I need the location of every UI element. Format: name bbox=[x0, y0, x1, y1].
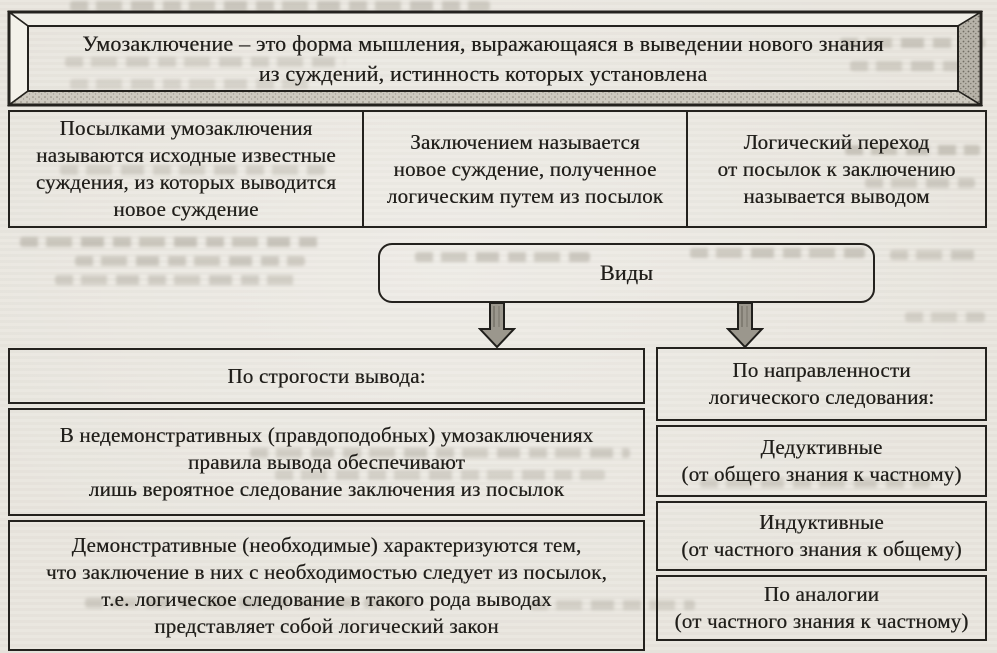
analogy-text: По аналогии (от частного знания к частно… bbox=[674, 582, 969, 633]
transition-box: Логический переход от посылок к заключен… bbox=[688, 112, 985, 226]
down-arrow-right bbox=[726, 302, 764, 349]
bleedthrough-smudge bbox=[20, 237, 320, 247]
direction-section: По направленности логического следования… bbox=[656, 347, 987, 641]
bleedthrough-smudge bbox=[890, 250, 980, 260]
demonstrative-box: Демонстративные (необходимые) характериз… bbox=[8, 520, 645, 651]
conclusion-box: Заключением называется новое суждение, п… bbox=[364, 112, 688, 226]
kinds-label: Виды bbox=[599, 260, 654, 285]
down-arrow-left bbox=[478, 302, 516, 349]
components-row: Посылками умозаключения называются исход… bbox=[8, 110, 987, 228]
nondemonstrative-text: В недемонстративных (правдоподобных) умо… bbox=[59, 422, 594, 501]
premises-box: Посылками умозаключения называются исход… bbox=[10, 112, 364, 226]
inductive-text: Индуктивные (от частного знания к общему… bbox=[681, 510, 962, 561]
direction-header-box: По направленности логического следования… bbox=[656, 347, 987, 421]
conclusion-text: Заключением называется новое суждение, п… bbox=[386, 129, 664, 208]
deductive-box: Дедуктивные (от общего знания к частному… bbox=[656, 425, 987, 497]
nondemonstrative-box: В недемонстративных (правдоподобных) умо… bbox=[8, 408, 645, 516]
definition-text: Умозаключение – это форма мышления, выра… bbox=[82, 30, 884, 86]
strictness-header-box: По строгости вывода: bbox=[8, 348, 645, 404]
bleedthrough-smudge bbox=[55, 275, 295, 285]
strictness-header: По строгости вывода: bbox=[227, 363, 426, 388]
direction-header: По направленности логического следования… bbox=[708, 358, 935, 409]
premises-text: Посылками умозаключения называются исход… bbox=[35, 116, 337, 221]
transition-text: Логический переход от посылок к заключен… bbox=[717, 129, 956, 208]
3d-bevel-frame bbox=[7, 10, 983, 107]
inductive-box: Индуктивные (от частного знания к общему… bbox=[656, 501, 987, 571]
demonstrative-text: Демонстративные (необходимые) характериз… bbox=[46, 532, 607, 638]
definition-box: Умозаключение – это форма мышления, выра… bbox=[7, 10, 983, 107]
bleedthrough-smudge bbox=[75, 256, 305, 266]
deductive-text: Дедуктивные (от общего знания к частному… bbox=[681, 435, 962, 486]
analogy-box: По аналогии (от частного знания к частно… bbox=[656, 575, 987, 641]
strictness-section: По строгости вывода: В недемонстративных… bbox=[8, 348, 645, 651]
kinds-box: Виды bbox=[378, 243, 875, 303]
bleedthrough-smudge bbox=[905, 312, 985, 322]
